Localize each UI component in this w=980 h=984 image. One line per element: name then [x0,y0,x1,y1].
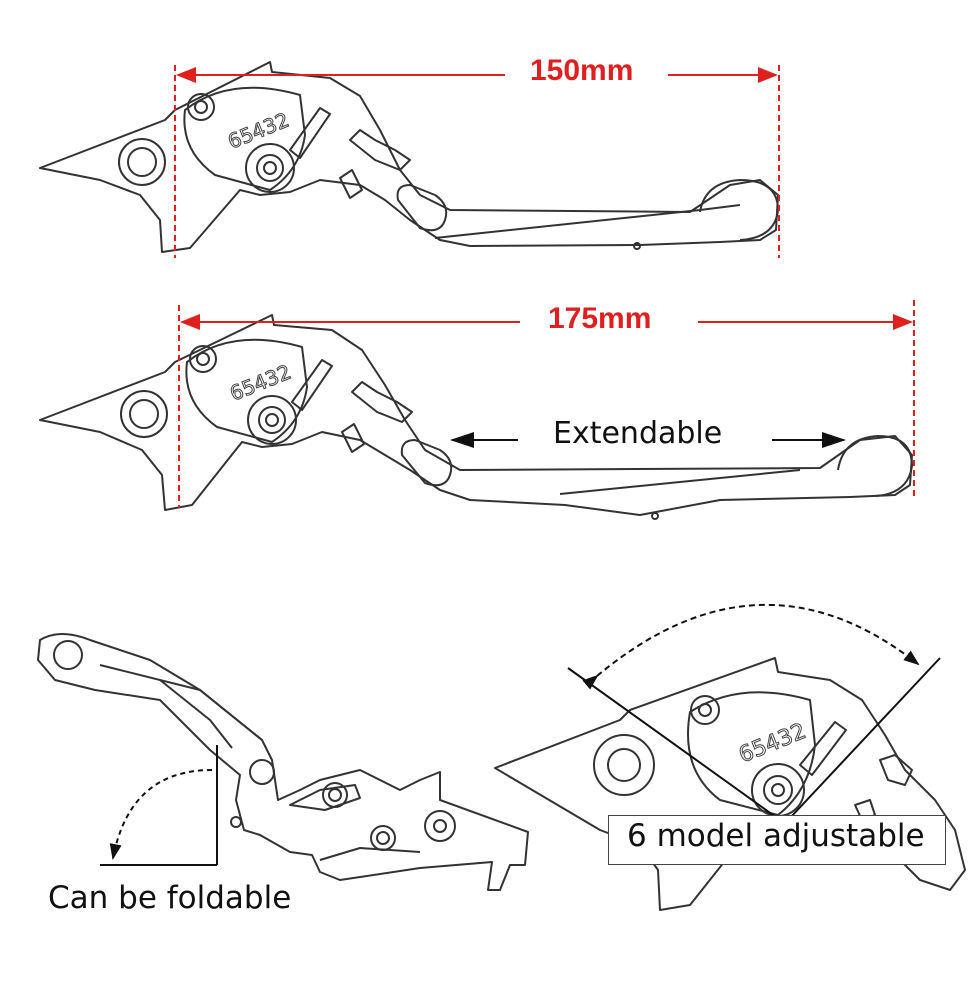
adjust-angle-indicator [567,604,941,821]
dimension-label-150: 150mm [530,54,634,87]
adjustable-label: 6 model adjustable [627,818,925,854]
adjustable-label-box [608,815,946,865]
engraving-3: 65432 [736,719,810,768]
lever-short [39,61,779,253]
lever-long [39,314,913,520]
lever-folded [37,633,529,891]
dimension-175 [178,300,915,508]
foldable-label: Can be foldable [48,880,292,916]
dimension-150 [174,65,780,258]
dimension-label-175: 175mm [548,302,652,335]
fold-indicator [100,745,218,866]
extendable-label: Extendable [553,416,723,451]
